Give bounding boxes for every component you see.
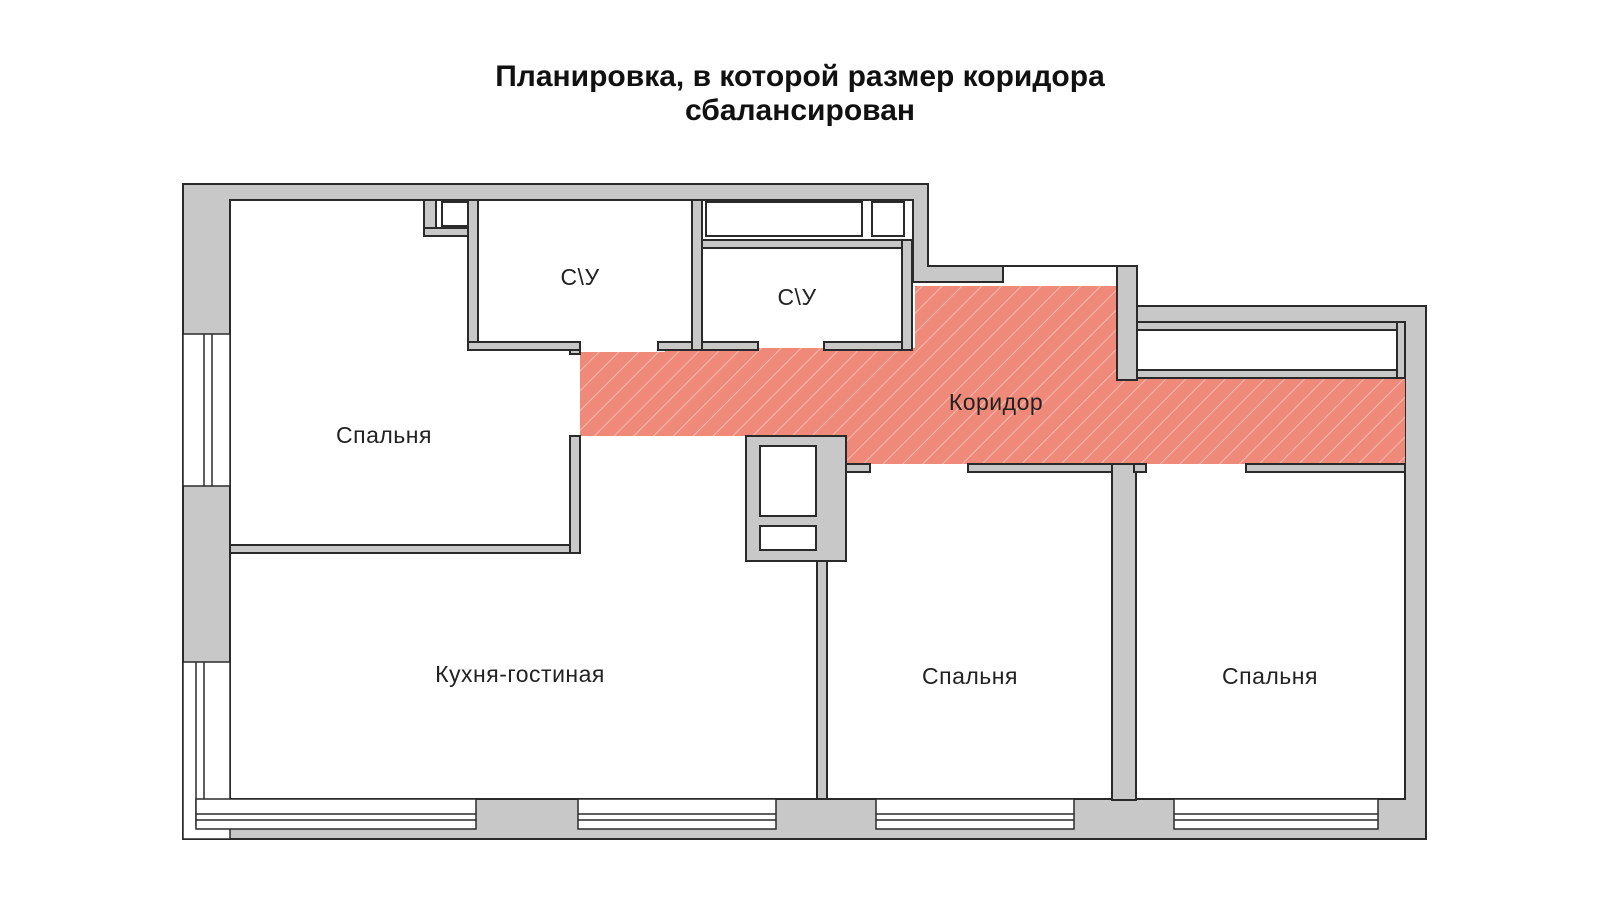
label-corridor: Коридор [949, 389, 1043, 415]
windows-bottom [195, 798, 1379, 830]
corridor-partitions [1116, 265, 1406, 381]
label-bedroom-left: Спальня [336, 422, 432, 448]
bedroom-walls [816, 463, 1406, 801]
label-bedroom-middle: Спальня [922, 663, 1018, 689]
bathroom-2-walls [701, 239, 913, 351]
plan-title: Планировка, в которой размер коридора сб… [0, 60, 1600, 128]
label-bedroom-right: Спальня [1222, 663, 1318, 689]
plan-title-line-1: Планировка, в которой размер коридора [495, 60, 1105, 93]
plan-title-line-2: сбалансирован [685, 94, 915, 127]
shafts [441, 201, 905, 237]
label-bathroom-1: С\У [560, 264, 599, 290]
label-kitchen-living: Кухня-гостиная [435, 661, 605, 687]
corridor-area [580, 286, 1405, 464]
central-shaft [745, 435, 847, 562]
bedroom-left-walls [229, 199, 581, 554]
label-bathroom-2: С\У [777, 284, 816, 310]
